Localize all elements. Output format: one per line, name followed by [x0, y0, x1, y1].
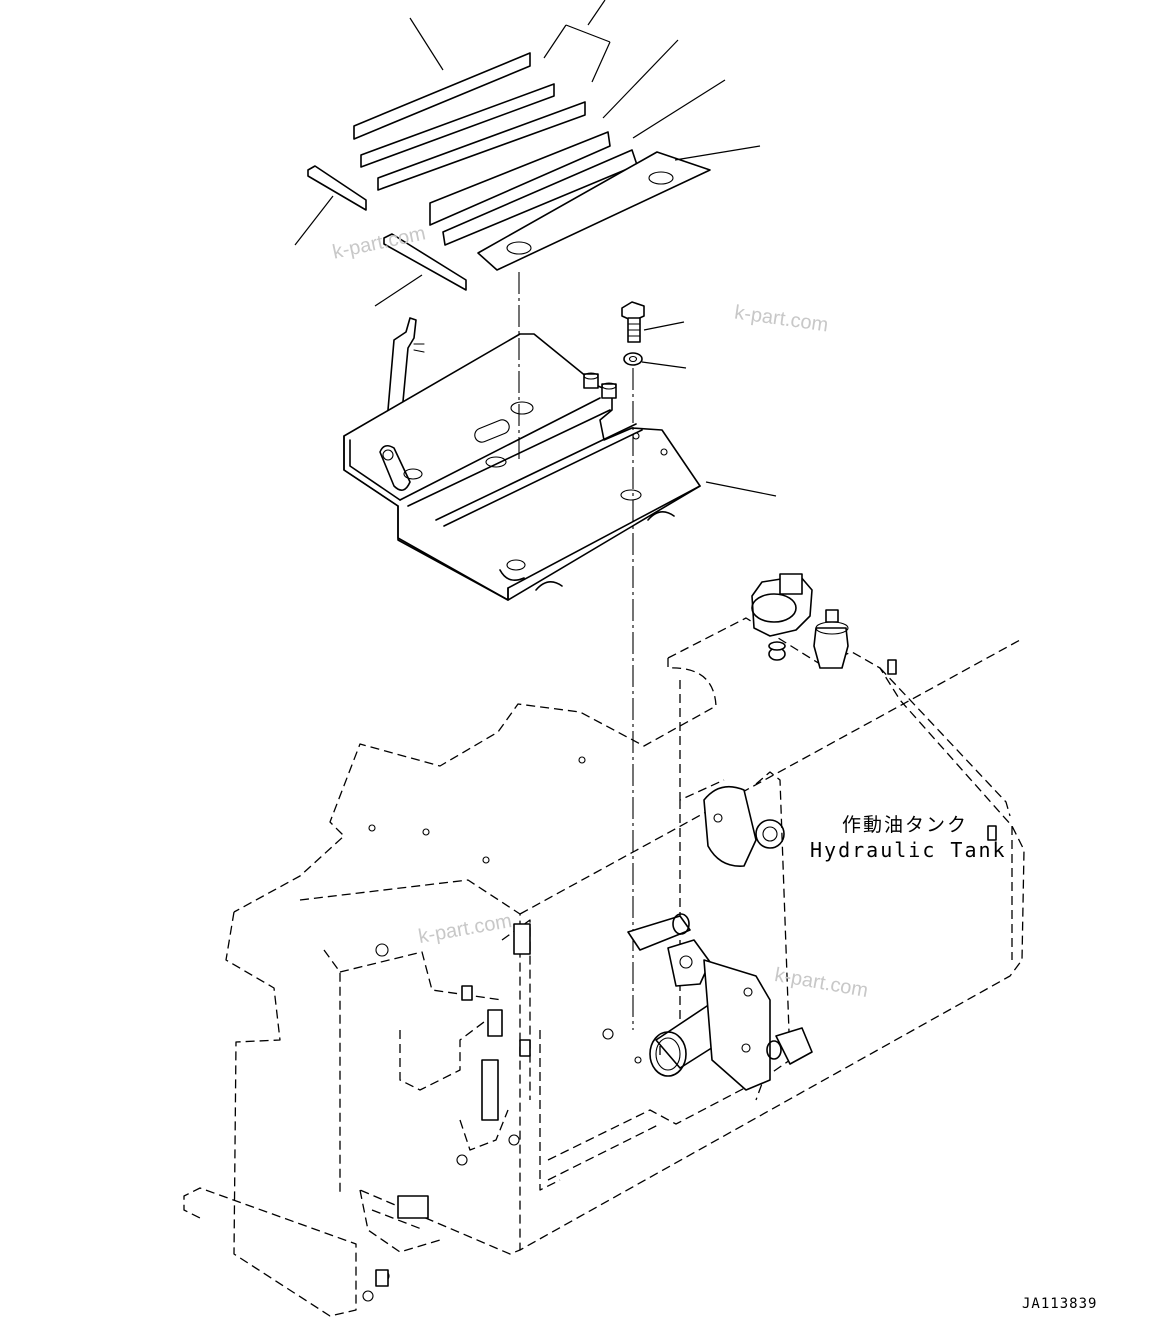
frame-left-outline — [183, 911, 357, 1317]
weld-nut-1 — [583, 373, 599, 389]
washer — [623, 352, 643, 366]
hose-fitting — [775, 1027, 813, 1065]
bracket-hole-2 — [485, 456, 507, 468]
tank-cap-top — [779, 573, 803, 595]
side-pad-2 — [383, 233, 467, 291]
pad-hole-1 — [506, 241, 532, 255]
hydraulic-tank-frame — [183, 617, 1025, 1317]
tank-label-english: Hydraulic Tank — [810, 838, 1007, 862]
bracket-hole-4 — [620, 489, 642, 501]
leader-lines-top — [294, 0, 761, 307]
drawing-number: JA113839 — [1022, 1296, 1098, 1312]
mounting-bracket — [343, 317, 777, 601]
valve-top — [825, 609, 839, 623]
bracket-hole-3 — [403, 468, 423, 480]
tank-port-flange — [703, 785, 757, 867]
weld-nut-2 — [601, 383, 617, 399]
rubber-mount-2 — [647, 511, 675, 521]
bolt-head — [621, 301, 645, 322]
pad-hole-2 — [648, 171, 674, 185]
bracket-slot — [474, 419, 510, 443]
valve-body — [813, 627, 849, 669]
bracket-hook — [379, 444, 411, 491]
mounting-plate — [703, 959, 771, 1091]
pad-strip-2 — [360, 83, 555, 168]
frame-top-outline — [233, 658, 717, 913]
bracket-hole-5 — [506, 559, 526, 571]
pad-strip-3 — [377, 101, 586, 191]
pipe-opening — [649, 1031, 687, 1077]
tank-label-japanese: 作動油タンク — [842, 814, 969, 836]
pad-strip-4 — [429, 131, 611, 226]
hinge-bracket — [513, 923, 531, 955]
bracket-top-surface — [343, 333, 701, 601]
bottom-hinge — [397, 1195, 429, 1219]
rubber-mount-1 — [535, 581, 563, 591]
bracket-lever — [387, 317, 417, 413]
bracket-hole-1 — [510, 401, 534, 415]
bolt-and-washer — [621, 301, 687, 369]
side-pad-1 — [307, 165, 367, 211]
tank-fittings — [375, 573, 997, 1287]
assembly-center-lines — [518, 272, 634, 1030]
pad-strips — [307, 52, 711, 291]
pipe-elbow-1 — [627, 915, 691, 951]
